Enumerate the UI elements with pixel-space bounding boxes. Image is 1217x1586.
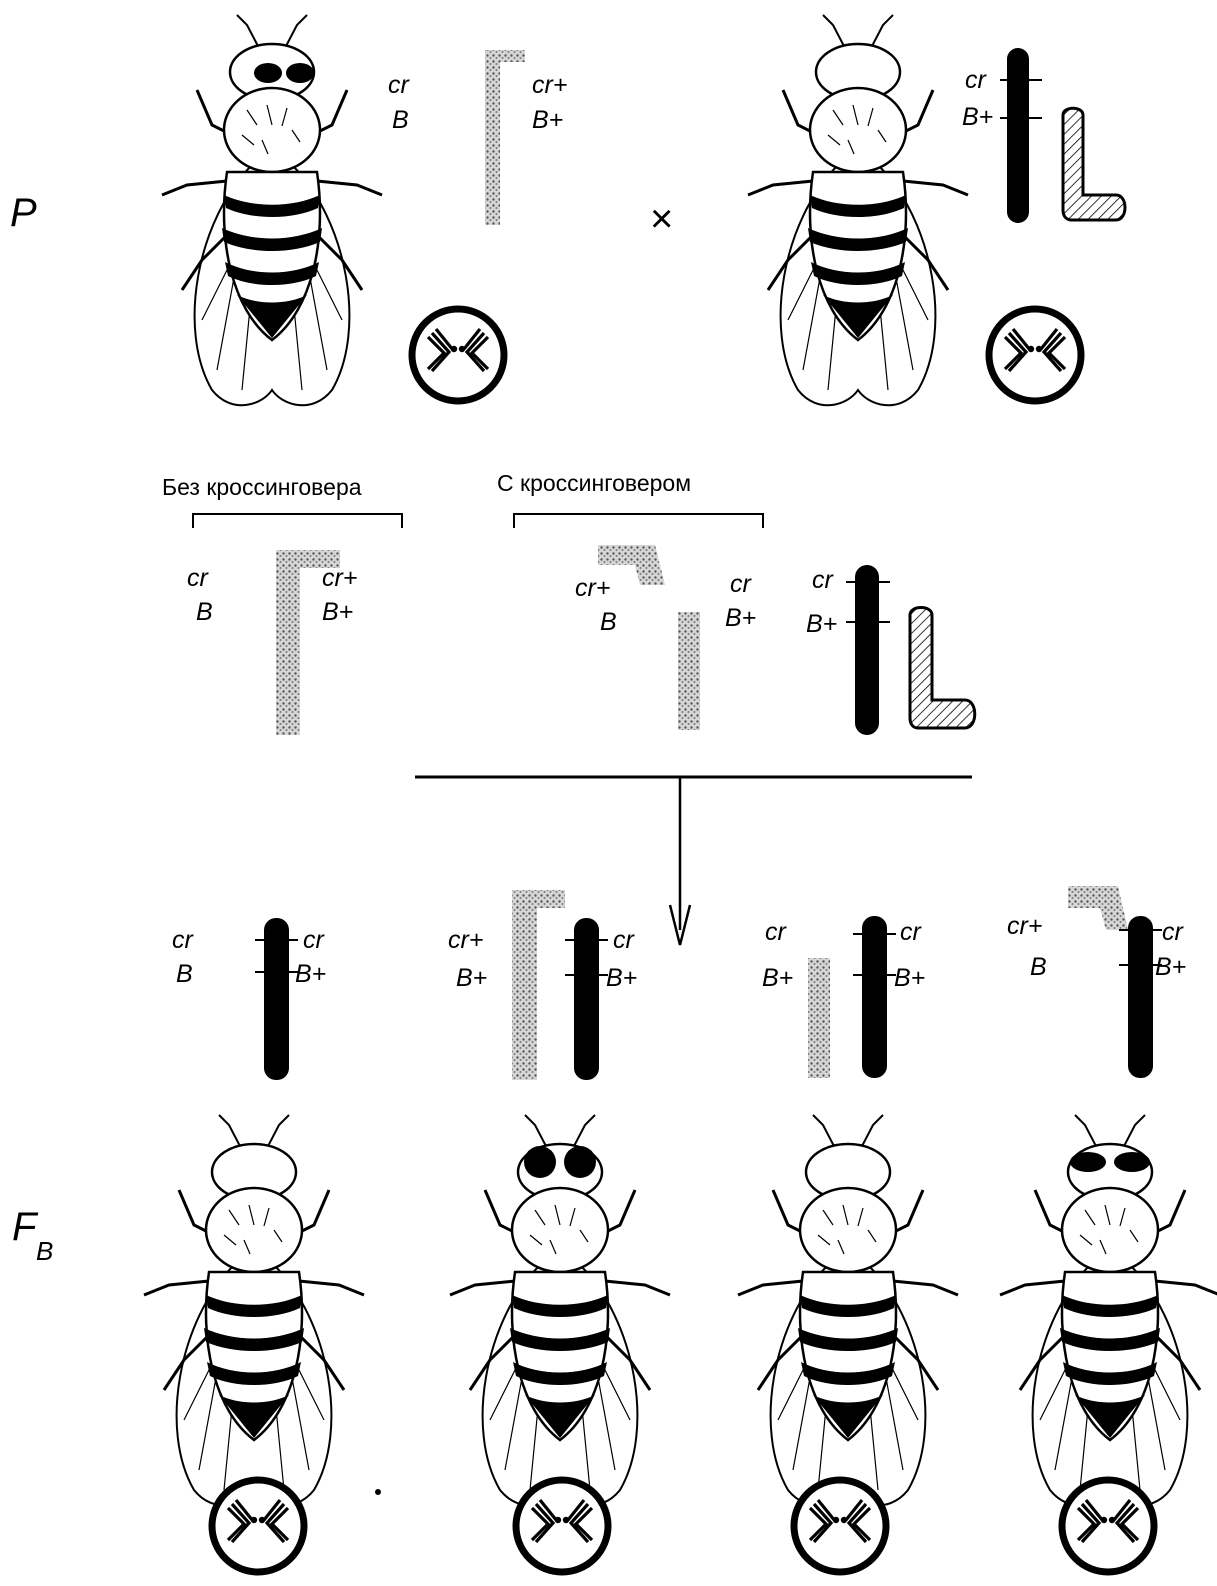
locus-cr-label: cr bbox=[965, 66, 988, 94]
locus-cr-label: cr bbox=[730, 570, 753, 598]
locus-cr-label: cr bbox=[765, 918, 788, 946]
locus-cr-plus-label: cr+ bbox=[1007, 912, 1042, 940]
locus-cr-label: cr bbox=[187, 564, 210, 592]
locus-cr-label: cr bbox=[388, 71, 411, 99]
karyotype-icon bbox=[1062, 1480, 1154, 1572]
locus-b-plus-label: B+ bbox=[806, 610, 837, 638]
locus-cr-plus-label: cr+ bbox=[575, 574, 610, 602]
locus-b-plus-label: B+ bbox=[322, 598, 353, 626]
locus-b-plus-label: B+ bbox=[894, 964, 925, 992]
chromosome-icon bbox=[574, 918, 599, 1080]
locus-b-label: B bbox=[392, 106, 409, 134]
label-generation-p: P bbox=[10, 191, 37, 235]
locus-b-plus-label: B+ bbox=[606, 964, 637, 992]
fly-icon bbox=[450, 1115, 670, 1505]
chromosome-icon bbox=[1063, 108, 1125, 220]
fly-icon bbox=[738, 1115, 958, 1505]
locus-cr-plus-label: cr+ bbox=[322, 564, 357, 592]
locus-b-plus-label: B+ bbox=[962, 103, 993, 131]
fly-icon bbox=[144, 1115, 364, 1505]
cross-symbol: × bbox=[650, 197, 673, 241]
locus-b-label: B bbox=[600, 608, 617, 636]
chromosome-icon bbox=[1007, 48, 1029, 223]
karyotype-icon bbox=[212, 1480, 304, 1572]
label-generation-fb: F bbox=[12, 1205, 39, 1249]
locus-cr-label: cr bbox=[900, 918, 923, 946]
header-no-crossover: Без кроссинговера bbox=[162, 474, 362, 500]
chromosome-icon bbox=[862, 916, 887, 1078]
karyotype-icon bbox=[516, 1480, 608, 1572]
label-generation-fb-sub: B bbox=[36, 1236, 53, 1266]
chromosome-icon bbox=[910, 608, 975, 729]
chromosome-icon bbox=[264, 918, 289, 1080]
fly-icon bbox=[748, 15, 968, 405]
karyotype-icon bbox=[989, 309, 1081, 401]
locus-cr-plus-label: cr+ bbox=[448, 926, 483, 954]
locus-cr-label: cr bbox=[613, 926, 636, 954]
chromosome-icon bbox=[1068, 886, 1128, 930]
chromosome-icon bbox=[855, 565, 879, 735]
locus-b-plus-label: B+ bbox=[456, 964, 487, 992]
locus-b-plus-label: B+ bbox=[762, 964, 793, 992]
locus-b-label: B bbox=[1030, 953, 1047, 981]
header-crossover: С кроссинговером bbox=[497, 470, 691, 496]
chromosome-icon bbox=[678, 612, 700, 730]
chromosome-icon bbox=[1128, 916, 1153, 1078]
karyotype-icon bbox=[794, 1480, 886, 1572]
locus-cr-plus-label: cr+ bbox=[532, 71, 567, 99]
karyotype-icon bbox=[412, 309, 504, 401]
chromosome-icon bbox=[485, 50, 525, 225]
locus-cr-label: cr bbox=[812, 566, 835, 594]
locus-cr-label: cr bbox=[172, 926, 195, 954]
locus-b-plus-label: B+ bbox=[295, 960, 326, 988]
locus-b-plus-label: B+ bbox=[1155, 953, 1186, 981]
locus-cr-label: cr bbox=[1162, 918, 1185, 946]
locus-cr-label: cr bbox=[303, 926, 326, 954]
locus-b-plus-label: B+ bbox=[725, 604, 756, 632]
locus-b-label: B bbox=[196, 598, 213, 626]
locus-b-plus-label: B+ bbox=[532, 106, 563, 134]
chromosome-icon bbox=[808, 958, 830, 1078]
locus-b-label: B bbox=[176, 960, 193, 988]
chromosome-icon bbox=[512, 890, 565, 1080]
fly-icon bbox=[1000, 1115, 1217, 1505]
